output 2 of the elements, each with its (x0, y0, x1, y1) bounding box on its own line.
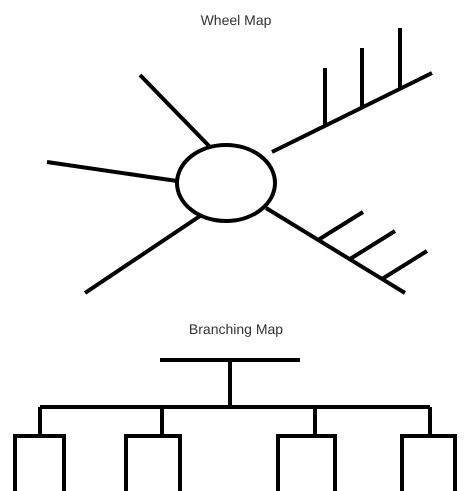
panel-heading: Wheel Map (200, 12, 272, 28)
panel-heading: Branching Map (188, 321, 284, 337)
